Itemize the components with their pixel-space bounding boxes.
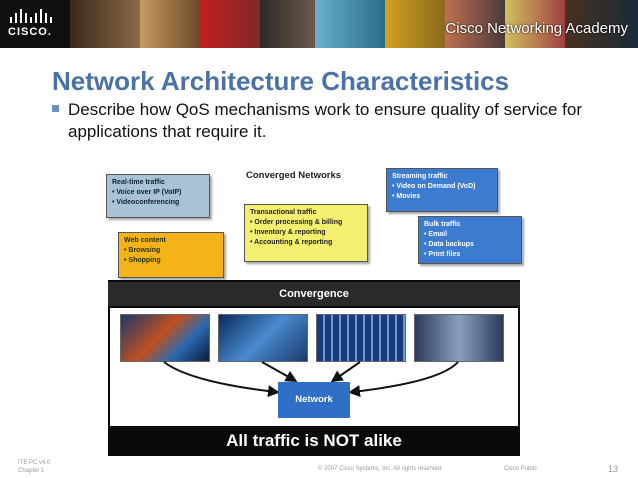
bullet-square-icon	[52, 105, 59, 112]
page-number: 13	[608, 464, 619, 474]
bulk-item: • Email	[424, 231, 448, 238]
bullet-text: Describe how QoS mechanisms work to ensu…	[68, 100, 582, 141]
convergence-panel: Convergence Network All traffic is NOT a…	[108, 280, 520, 456]
transactional-item: • Order processing & billing	[250, 219, 343, 226]
banner-photo-3	[200, 0, 260, 48]
realtime-traffic-box: Real-time traffic • Voice over IP (VoIP)…	[106, 174, 210, 218]
transactional-traffic-box: Transactional traffic • Order processing…	[244, 204, 368, 262]
slide-title: Network Architecture Characteristics	[52, 66, 510, 96]
footer-chapter: Chapter 1	[18, 468, 45, 474]
converged-networks-title: Converged Networks	[246, 170, 342, 181]
streaming-item: • Video on Demand (VoD)	[392, 183, 476, 190]
footer-course: ITE PC v4.0	[18, 460, 51, 466]
convergence-label: Convergence	[108, 282, 520, 306]
realtime-item: • Videoconferencing	[112, 199, 180, 206]
bulk-item: • Print files	[424, 251, 461, 258]
footer-copyright: © 2007 Cisco Systems, Inc. All rights re…	[318, 466, 443, 472]
cisco-logo: CISCO.	[6, 6, 58, 42]
network-box: Network	[278, 382, 350, 418]
data-stream-image	[316, 314, 406, 362]
banner-photo-4	[260, 0, 315, 48]
videoconference-image	[218, 314, 308, 362]
streaming-traffic-box: Streaming traffic • Video on Demand (VoD…	[386, 168, 498, 212]
webcontent-item: • Shopping	[124, 257, 161, 264]
cisco-logo-text: CISCO.	[8, 26, 52, 38]
footer-classification: Cisco Public	[504, 466, 538, 472]
voip-image	[120, 314, 210, 362]
banner-photo-6	[385, 0, 445, 48]
banner-photo-7	[445, 0, 505, 48]
web-content-box: Web content • Browsing • Shopping	[118, 232, 224, 278]
banner-photo-8	[505, 0, 565, 48]
banner-photo-9	[565, 0, 638, 48]
transactional-item: • Inventory & reporting	[250, 229, 326, 236]
realtime-title: Real-time traffic	[112, 179, 165, 186]
webcontent-title: Web content	[124, 237, 166, 244]
academy-label: Cisco Networking Academy	[445, 20, 628, 37]
not-alike-caption: All traffic is NOT alike	[226, 431, 402, 450]
footer-course-info: ITE PC v4.0 Chapter 1	[18, 459, 50, 475]
webcontent-item: • Browsing	[124, 247, 161, 254]
banner-photo-1	[70, 0, 140, 48]
streaming-item: • Movies	[392, 193, 421, 200]
streaming-title: Streaming traffic	[392, 173, 448, 180]
banner-photo-2	[140, 0, 200, 48]
transactional-title: Transactional traffic	[250, 209, 317, 216]
bulk-traffic-box: Bulk traffic • Email • Data backups • Pr…	[418, 216, 522, 264]
realtime-item: • Voice over IP (VoIP)	[112, 189, 182, 196]
bulk-item: • Data backups	[424, 241, 474, 248]
header-banner: CISCO. Cisco Networking Academy	[0, 0, 638, 48]
transactional-item: • Accounting & reporting	[250, 239, 333, 246]
convergence-body: Network	[110, 308, 518, 426]
bulk-title: Bulk traffic	[424, 221, 461, 228]
server-room-image	[414, 314, 504, 362]
converged-networks-diagram: Converged Networks Real-time traffic • V…	[106, 166, 522, 456]
traffic-arrows	[163, 361, 459, 398]
banner-photo-5	[315, 0, 385, 48]
